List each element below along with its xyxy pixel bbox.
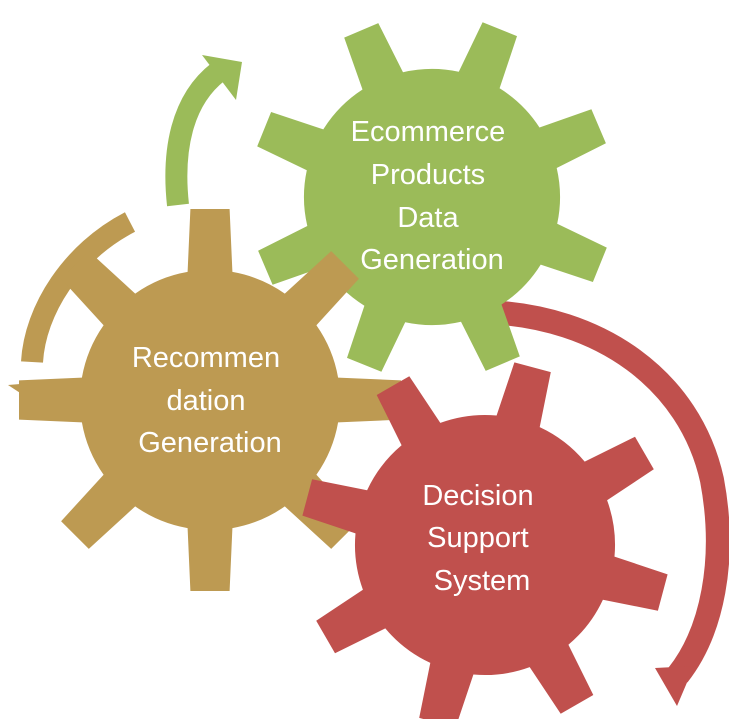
gear-recommendation	[19, 209, 401, 591]
gear-label-line: Support	[427, 522, 529, 554]
gear-label-line: Generation	[360, 244, 504, 276]
red-arrow	[485, 300, 729, 706]
gear-label-recommendation: Recommen dation Generation	[132, 342, 288, 459]
gold-arrow-shaft	[21, 212, 136, 363]
gear-label-line: Data	[397, 202, 459, 234]
gear-label-line: Ecommerce	[351, 116, 506, 148]
gear-label-line: Products	[371, 159, 485, 191]
gear-label-line: System	[434, 565, 531, 597]
green-arrow-shaft	[165, 63, 226, 207]
gear-label-decision: Decision Support System	[422, 480, 541, 597]
green-arrow-head	[202, 55, 242, 100]
gear-label-line: dation	[166, 385, 245, 417]
gear-label-ecommerce: Ecommerce Products Data Generation	[351, 116, 514, 276]
red-arrow-head	[655, 666, 694, 706]
gear-label-line: Generation	[138, 427, 282, 459]
gear-decision	[302, 362, 668, 719]
red-arrow-shaft	[485, 300, 729, 683]
gear-label-line: Recommen	[132, 342, 280, 374]
gear-label-line: Decision	[422, 480, 533, 512]
green-arrow	[165, 55, 242, 207]
